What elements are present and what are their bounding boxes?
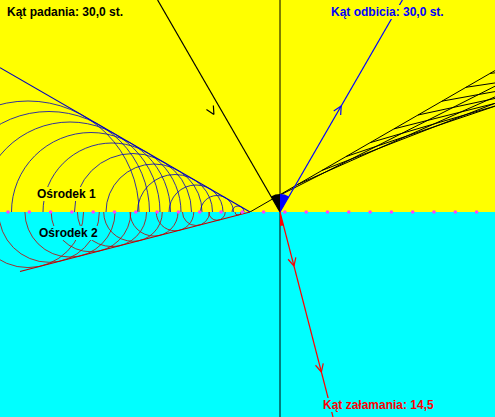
boundary-dot	[262, 210, 266, 214]
wavelet	[12, 133, 171, 213]
wavelet	[209, 212, 226, 220]
wavefront-line	[442, 0, 495, 101]
wavelet	[106, 164, 202, 212]
boundary-dot	[113, 210, 117, 214]
angle-label: Kąt padania: 30,0 st.	[6, 5, 124, 19]
refracted-ray	[280, 212, 333, 417]
wavelet	[130, 212, 178, 236]
wavelet	[235, 212, 241, 215]
boundary-dot	[49, 210, 53, 214]
boundary-dot	[198, 210, 202, 214]
boundary-dot	[283, 210, 287, 214]
wavelet	[201, 196, 234, 213]
wavelet	[75, 154, 192, 213]
wavelet	[182, 212, 209, 226]
boundary-dot	[347, 210, 351, 214]
boundary-dot	[6, 210, 10, 214]
boundary-dot	[432, 210, 436, 214]
boundary-dot	[177, 210, 181, 214]
boundary-dot	[241, 210, 245, 214]
boundary-dot	[91, 210, 95, 214]
wavefront-line	[370, 0, 495, 143]
boundary-dot	[454, 210, 458, 214]
boundary-dot	[326, 210, 330, 214]
wavelet	[156, 212, 194, 231]
medium-1	[0, 0, 495, 212]
arrow-head	[206, 106, 213, 115]
boundary-dot	[411, 210, 415, 214]
arrow-head	[316, 363, 324, 372]
wavelet	[169, 185, 223, 212]
wavelet	[104, 212, 163, 241]
incident-wavefronts	[250, 0, 495, 212]
wavefronts	[0, 0, 495, 323]
wavefront-line	[466, 0, 495, 87]
boundary-dot	[219, 210, 223, 214]
reflected-ray	[280, 0, 402, 212]
boundary-dot	[70, 210, 74, 214]
boundary-dot	[390, 210, 394, 214]
wavelet	[0, 112, 150, 213]
wavefront-line	[346, 0, 495, 157]
angle-label: Kąt odbicia: 30,0 st.	[330, 5, 445, 19]
arrow-head	[334, 106, 341, 115]
wavelet	[0, 101, 139, 212]
rays	[158, 0, 403, 417]
wavelet	[0, 122, 160, 212]
medium-label: Ośrodek 1	[36, 187, 97, 201]
boundary-dot	[475, 210, 479, 214]
angle-label: Kąt załamania: 14,5	[322, 398, 435, 412]
boundary-dot	[368, 210, 372, 214]
boundary-dot	[134, 210, 138, 214]
arrow-head	[288, 257, 296, 266]
wavefront-line	[490, 0, 495, 73]
wavefront-line	[322, 0, 495, 170]
wavefront-line	[274, 0, 495, 198]
wavefront-line	[298, 0, 495, 184]
boundary-dot	[28, 210, 32, 214]
wavelet	[232, 206, 244, 212]
medium-label: Ośrodek 2	[38, 226, 99, 240]
incident-ray	[158, 0, 280, 212]
refracted-wavefront	[20, 212, 250, 271]
boundary-dot	[155, 210, 159, 214]
boundary-dot	[304, 210, 308, 214]
